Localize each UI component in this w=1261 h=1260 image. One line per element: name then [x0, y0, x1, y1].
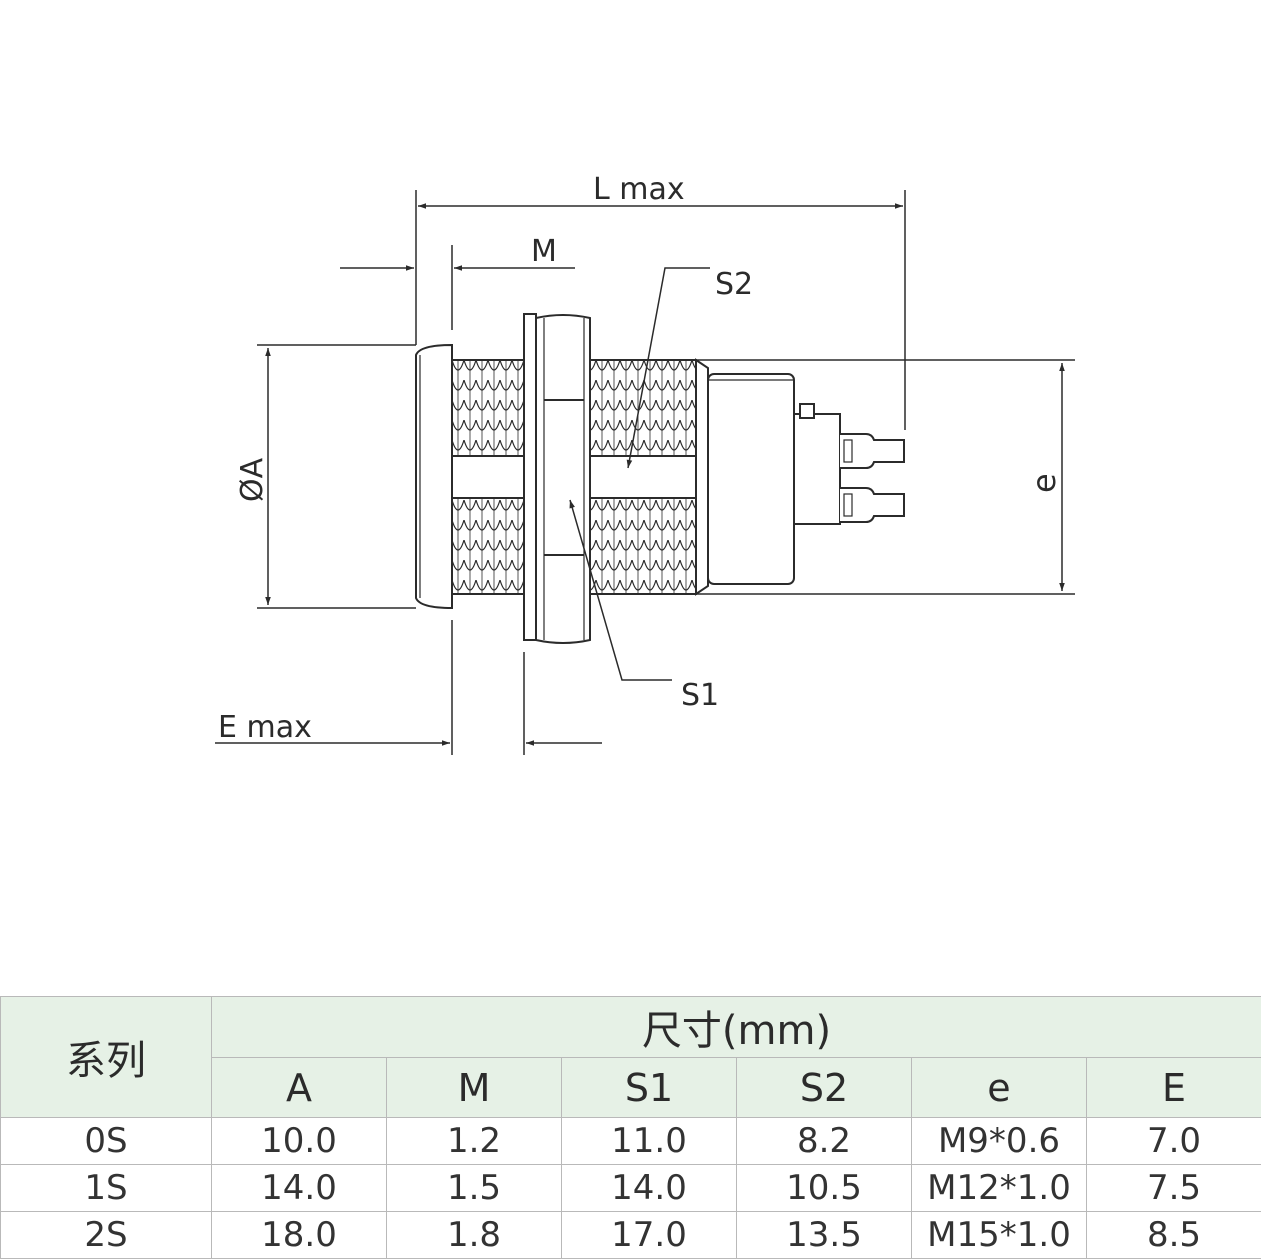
- series-cell: 0S: [0, 1117, 212, 1165]
- table-row: 2S 18.0 1.8 17.0 13.5 M15*1.0 8.5: [0, 1211, 1261, 1259]
- label-e: e: [1025, 473, 1063, 493]
- value-cell: 10.5: [736, 1164, 912, 1212]
- label-e-max: E max: [218, 710, 312, 745]
- solder-pin-upper: [840, 433, 905, 469]
- series-cell: 1S: [0, 1164, 212, 1212]
- thread-lower-right: [589, 497, 697, 595]
- hex-nut: [535, 314, 591, 644]
- solder-pin-lower: [840, 487, 905, 523]
- label-dia-a: ØA: [235, 457, 270, 502]
- label-s2: S2: [715, 267, 753, 302]
- value-cell: 14.0: [561, 1164, 737, 1212]
- series-header: 系列: [0, 996, 212, 1118]
- column-header-s1: S1: [561, 1057, 737, 1118]
- value-cell: 1.8: [386, 1211, 562, 1259]
- value-cell: 18.0: [211, 1211, 387, 1259]
- thread-lower-left: [451, 497, 525, 595]
- column-header-s2: S2: [736, 1057, 912, 1118]
- value-cell: M12*1.0: [911, 1164, 1087, 1212]
- label-m: M: [531, 234, 557, 269]
- column-header-a: A: [211, 1057, 387, 1118]
- value-cell: 8.5: [1085, 1211, 1261, 1259]
- connector-dimension-drawing: L max M S2 S1 ØA e E max: [215, 172, 1075, 755]
- label-s1: S1: [681, 678, 719, 713]
- dimension-labels: L max M S2 S1 ØA e E max: [218, 172, 1063, 745]
- value-cell: 10.0: [211, 1117, 387, 1165]
- dimension-table: 系列 尺寸(mm) A M S1 S2 e E 0S 10.0 1.2 11.0…: [0, 996, 1261, 1259]
- series-cell: 2S: [0, 1211, 212, 1259]
- value-cell: 11.0: [561, 1117, 737, 1165]
- thread-upper-left: [451, 359, 525, 457]
- rear-insulator: [707, 373, 795, 585]
- washer: [523, 313, 537, 641]
- s2-leader: [626, 267, 710, 469]
- s1-leader: [569, 499, 672, 681]
- value-cell: 14.0: [211, 1164, 387, 1212]
- value-cell: 7.5: [1085, 1164, 1261, 1212]
- dimension-group-header: 尺寸(mm): [210, 996, 1261, 1058]
- value-cell: M15*1.0: [911, 1211, 1087, 1259]
- dimension-lines: [215, 190, 1075, 755]
- value-cell: 7.0: [1085, 1117, 1261, 1165]
- value-cell: 13.5: [736, 1211, 912, 1259]
- front-flange: [415, 343, 453, 610]
- value-cell: 1.2: [386, 1117, 562, 1165]
- column-header-m: M: [386, 1057, 562, 1118]
- table-row: 0S 10.0 1.2 11.0 8.2 M9*0.6 7.0: [0, 1117, 1261, 1165]
- connector-body: [415, 313, 905, 644]
- value-cell: 17.0: [561, 1211, 737, 1259]
- column-header-e-thread: e: [911, 1057, 1087, 1118]
- value-cell: M9*0.6: [911, 1117, 1087, 1165]
- value-cell: 1.5: [386, 1164, 562, 1212]
- value-cell: 8.2: [736, 1117, 912, 1165]
- table-row: 1S 14.0 1.5 14.0 10.5 M12*1.0 7.5: [0, 1164, 1261, 1212]
- column-header-e: E: [1085, 1057, 1261, 1118]
- label-l-max: L max: [593, 172, 685, 207]
- rear-housing: [695, 358, 709, 596]
- thread-upper-right: [589, 359, 697, 457]
